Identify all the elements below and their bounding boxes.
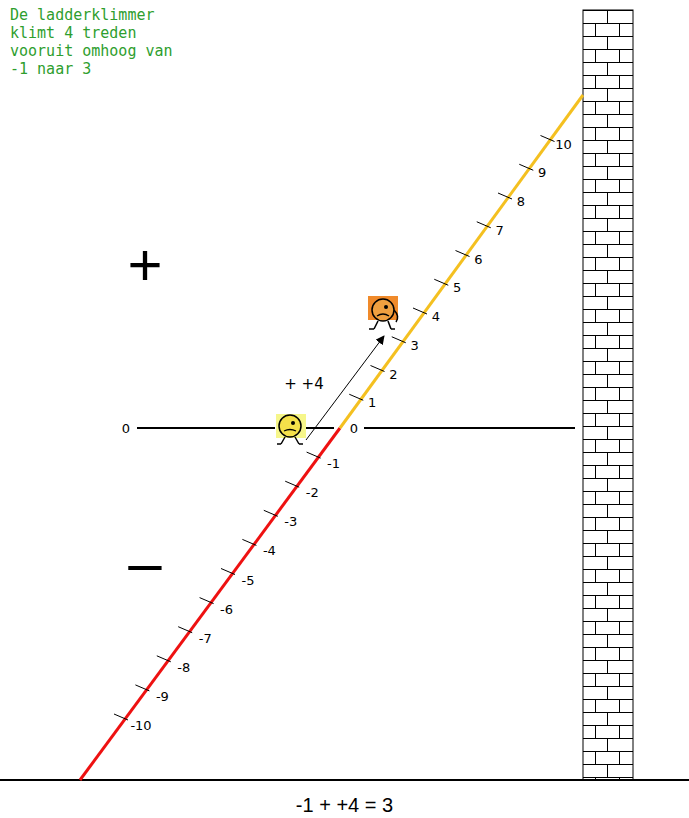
ladder-ticks <box>114 136 555 721</box>
step-number: 7 <box>496 223 504 236</box>
tick-mark <box>157 656 171 662</box>
tick-mark <box>200 598 214 604</box>
step-number: 6 <box>474 252 482 265</box>
tick-mark <box>264 510 278 516</box>
step-number: 1 <box>368 396 376 409</box>
zero-line <box>137 427 275 429</box>
tick-mark <box>114 714 128 720</box>
tick-mark <box>135 685 149 691</box>
step-number: -2 <box>306 486 319 499</box>
minus-sign: – <box>128 533 161 593</box>
zero-line <box>305 427 334 429</box>
zero-line <box>364 427 575 429</box>
tick-mark <box>285 481 299 487</box>
tick-mark <box>477 222 491 228</box>
tick-mark <box>434 279 448 285</box>
positive-ladder <box>340 95 583 428</box>
equation-caption: -1 + +4 = 3 <box>0 794 689 817</box>
step-number: 3 <box>411 338 419 351</box>
negative-ladder <box>80 428 340 780</box>
step-number: -9 <box>156 689 169 702</box>
zero-label: 0 <box>350 422 358 435</box>
tick-mark <box>519 164 533 170</box>
tick-mark <box>498 193 512 199</box>
zero-label: 0 <box>122 422 130 435</box>
step-number: -4 <box>263 544 276 557</box>
step-number: -5 <box>242 573 255 586</box>
step-number: 4 <box>432 310 440 323</box>
step-label: + +4 <box>282 376 325 393</box>
start-climber <box>276 414 306 444</box>
step-number: 9 <box>538 166 546 179</box>
step-number: -3 <box>284 515 297 528</box>
ground-line <box>0 779 689 781</box>
plus-sign: + <box>127 235 162 295</box>
tick-mark <box>413 308 427 314</box>
tick-mark <box>221 569 235 575</box>
tick-mark <box>307 452 321 458</box>
step-number: 2 <box>389 367 397 380</box>
step-number: 5 <box>453 281 461 294</box>
note-text: De ladderklimmer klimt 4 treden vooruit … <box>10 6 178 78</box>
step-number: -7 <box>199 631 212 644</box>
tick-mark <box>178 627 192 633</box>
tick-mark <box>392 337 406 343</box>
step-number: -8 <box>177 660 190 673</box>
tick-mark <box>371 366 385 372</box>
brick-wall <box>583 10 633 780</box>
end-climber <box>368 296 398 329</box>
tick-mark <box>242 539 256 545</box>
step-number: 10 <box>555 137 572 150</box>
step-number: 8 <box>517 195 525 208</box>
tick-mark <box>456 251 470 257</box>
step-number: -1 <box>327 457 340 470</box>
step-number: -6 <box>220 602 233 615</box>
tick-mark <box>541 136 555 142</box>
step-number: -10 <box>130 719 151 732</box>
tick-mark <box>349 394 363 400</box>
